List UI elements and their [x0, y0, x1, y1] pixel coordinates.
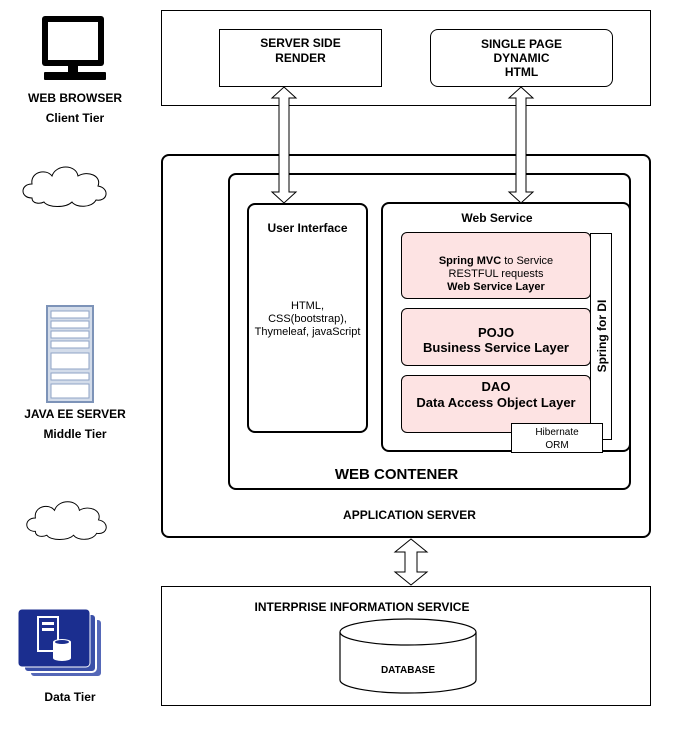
ui-tech-html: HTML, — [291, 300, 324, 312]
cloud-icon — [22, 166, 107, 207]
single-page-html-box: SINGLE PAGE DYNAMIC HTML — [430, 29, 613, 87]
pojo-line1: POJO — [477, 325, 515, 340]
client-tier-subtitle: Client Tier — [45, 111, 105, 125]
spa-line2: DYNAMIC — [493, 51, 550, 65]
user-interface-box: User Interface HTML, CSS(bootstrap), Thy… — [247, 203, 368, 433]
server-rack-icon — [46, 305, 94, 403]
spa-line1: SINGLE PAGE — [480, 37, 563, 51]
spring-for-di-bar: Spring for DI — [590, 233, 612, 440]
spring-mvc-layer: Spring MVC to Service RESTFUL requests W… — [401, 232, 591, 299]
ssr-line1: SERVER SIDE — [260, 36, 341, 50]
ui-tech-thymeleaf: Thymeleaf, javaScript — [254, 326, 361, 338]
dao-line2: Data Access Object Layer — [416, 395, 576, 410]
arrow-ssr-to-ui — [270, 86, 298, 204]
monitor-icon — [42, 16, 106, 80]
server-side-render-box: SERVER SIDE RENDER — [219, 29, 382, 87]
ssr-line2: RENDER — [275, 51, 326, 65]
pojo-line2: Business Service Layer — [423, 340, 569, 355]
ui-tech-css: CSS(bootstrap), — [268, 313, 347, 325]
user-interface-title: User Interface — [267, 221, 348, 235]
dao-line1: DAO — [481, 379, 511, 394]
client-tier-title: WEB BROWSER — [28, 91, 122, 105]
hibernate-line1: Hibernate — [535, 427, 579, 438]
database-label: DATABASE — [380, 665, 436, 676]
web-service-title: Web Service — [461, 211, 533, 225]
data-tier-title: Data Tier — [44, 690, 96, 704]
spring-mvc-line3: Web Service Layer — [447, 281, 545, 293]
middle-tier-title: JAVA EE SERVER — [24, 407, 126, 421]
spring-mvc-line2: RESTFUL requests — [448, 268, 544, 280]
spring-mvc-label: Spring MVC — [438, 255, 502, 267]
cloud-icon — [26, 501, 107, 540]
arrow-spa-to-web-service — [507, 86, 535, 204]
arrow-app-server-to-eis — [393, 538, 429, 586]
pojo-layer: POJO Business Service Layer — [401, 308, 591, 366]
spa-line3: HTML — [504, 65, 539, 79]
spring-for-di-label: Spring for DI — [595, 299, 609, 373]
database-document-icon — [17, 608, 103, 678]
eis-label: INTERPRISE INFORMATION SERVICE — [254, 600, 470, 614]
web-container-label: WEB CONTENER — [334, 466, 459, 483]
spring-mvc-rest: to Service — [501, 255, 554, 267]
database-cylinder-icon — [339, 618, 477, 694]
application-server-label: APPLICATION SERVER — [343, 508, 476, 522]
hibernate-orm-box: Hibernate ORM — [511, 423, 603, 453]
middle-tier-subtitle: Middle Tier — [43, 427, 107, 441]
hibernate-line2: ORM — [545, 440, 569, 451]
dao-layer: DAO Data Access Object Layer — [401, 375, 591, 433]
